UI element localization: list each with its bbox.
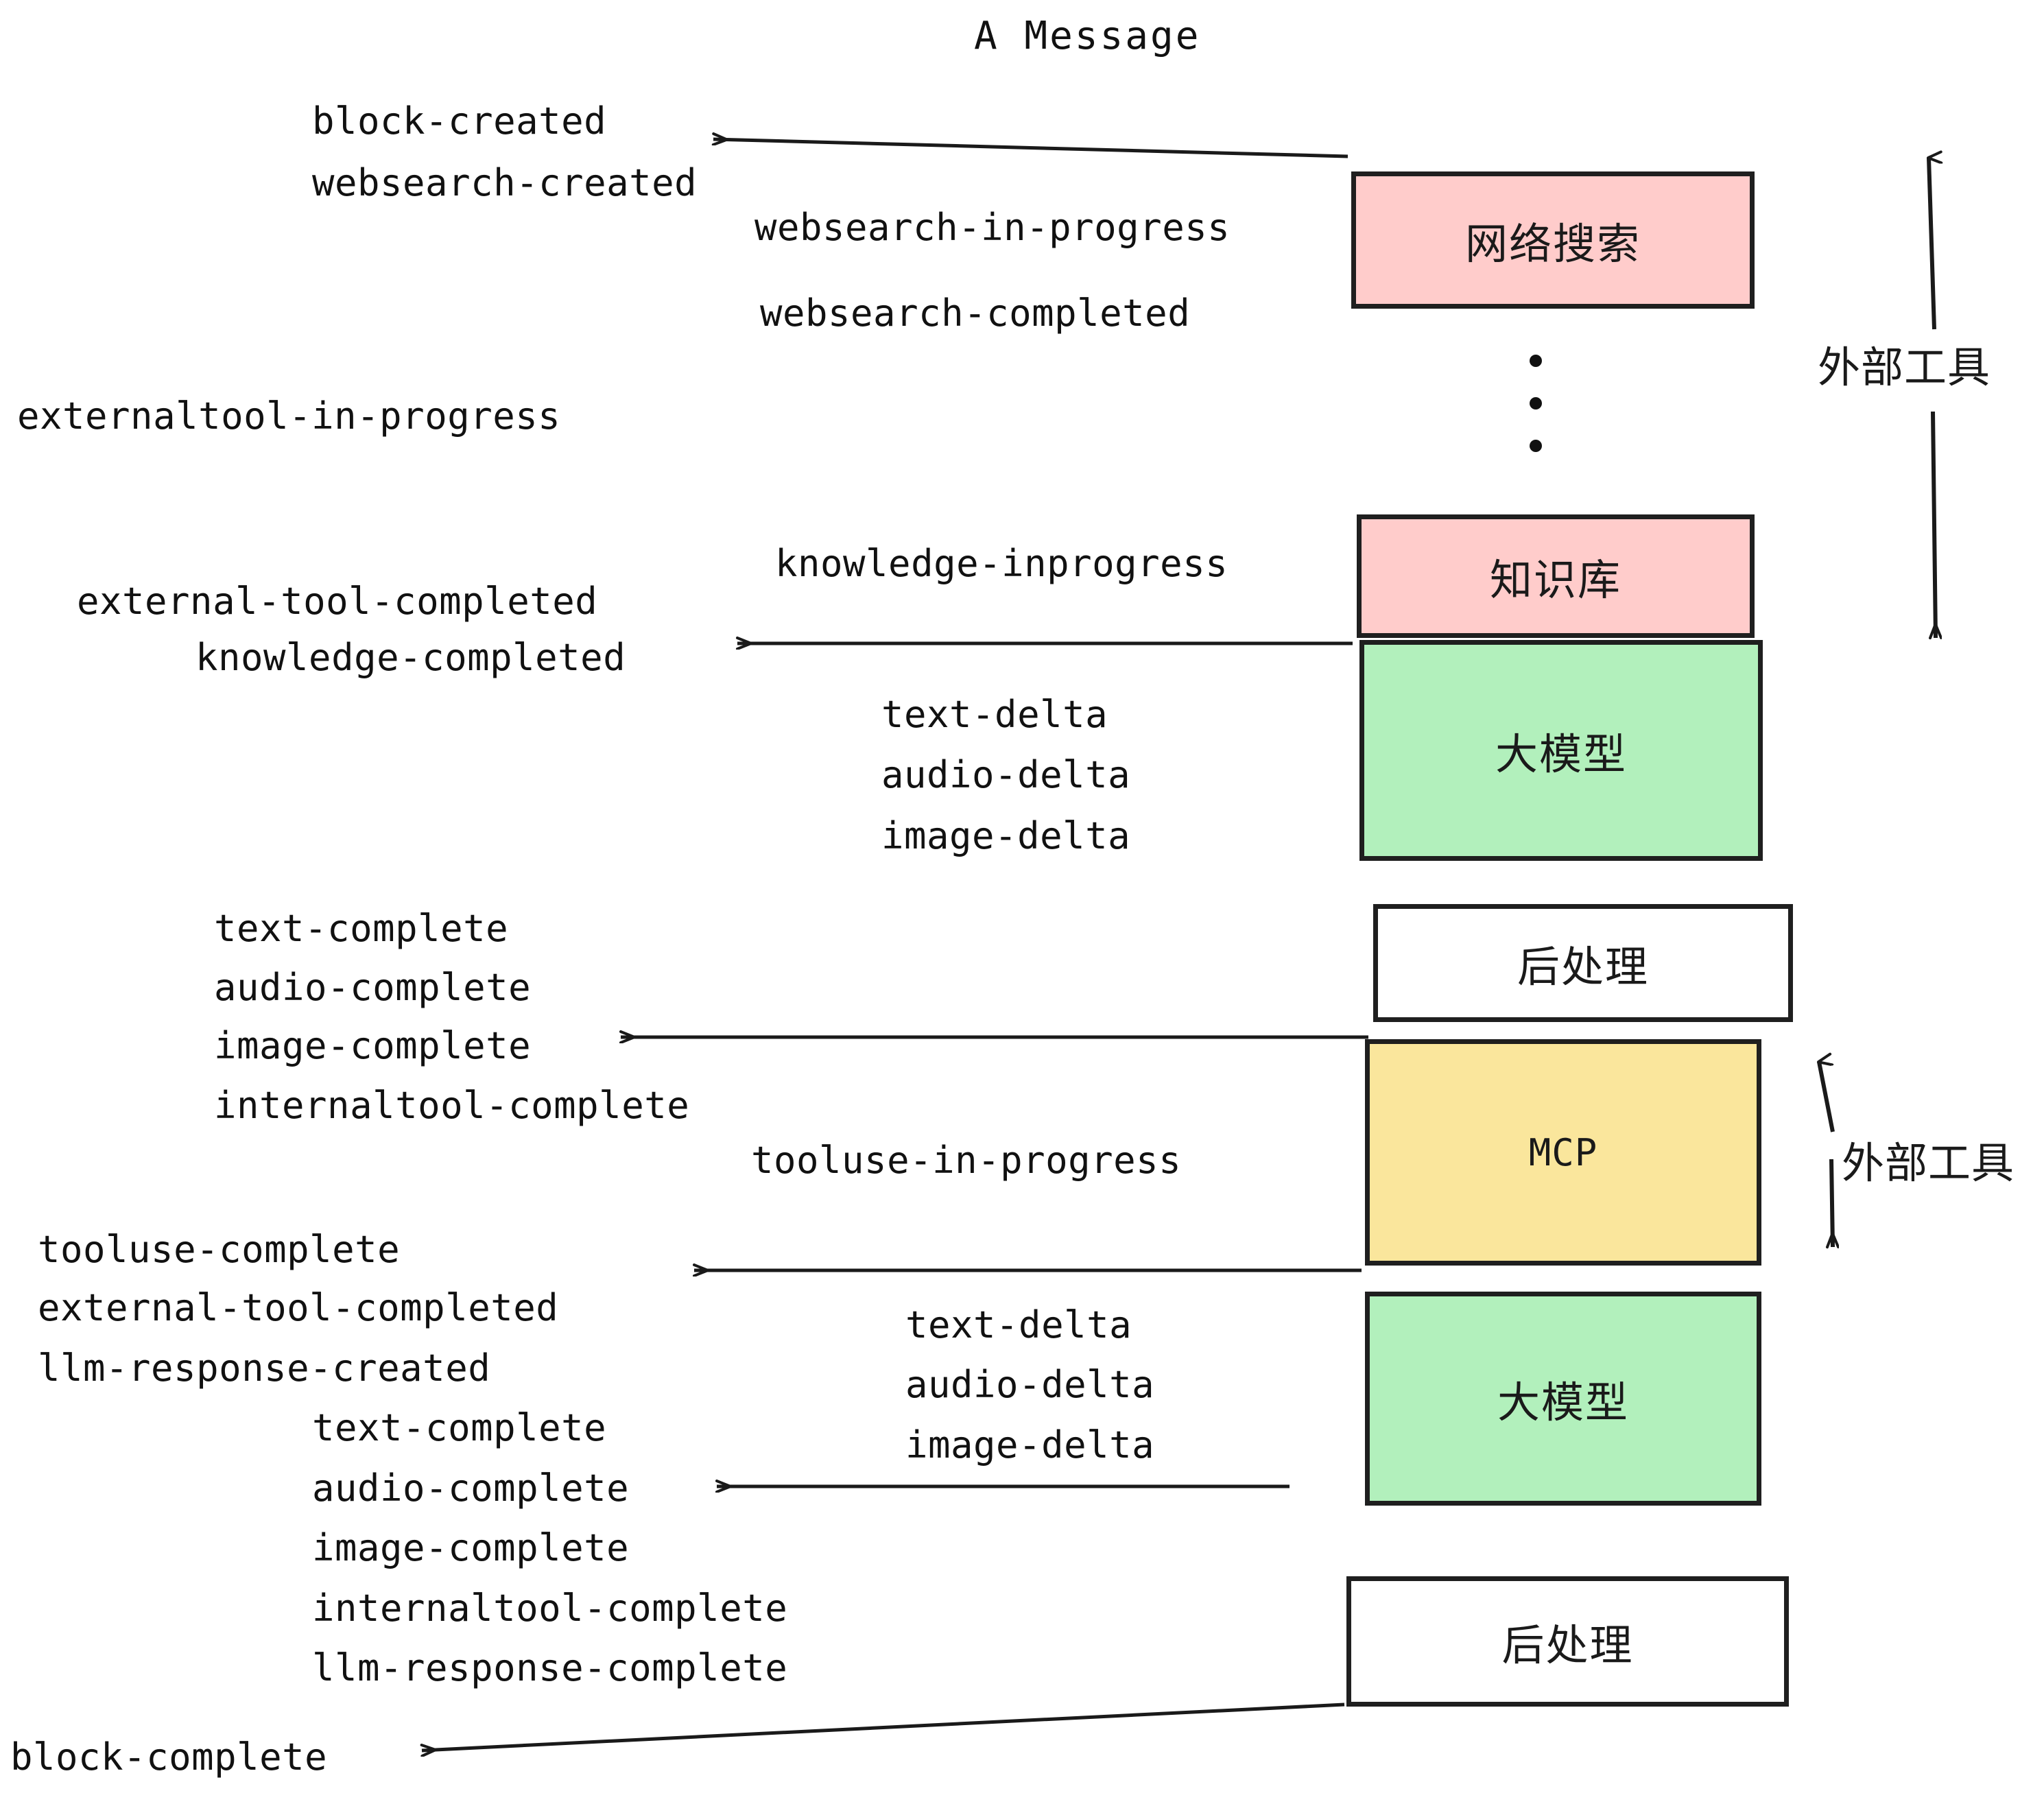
event-label-block-complete: block-complete bbox=[10, 1735, 328, 1779]
event-label-external-tool-completed-2: external-tool-completed bbox=[38, 1286, 559, 1329]
event-label-audio-delta-1: audio-delta bbox=[881, 753, 1131, 796]
event-label-image-delta-1: image-delta bbox=[881, 814, 1131, 857]
event-label-websearch-created: websearch-created bbox=[312, 161, 698, 204]
event-label-tooluse-complete: tooluse-complete bbox=[38, 1228, 401, 1271]
event-label-websearch-in-progress: websearch-in-progress bbox=[754, 206, 1231, 249]
event-label-websearch-completed: websearch-completed bbox=[760, 292, 1191, 335]
event-label-text-complete-2: text-complete bbox=[312, 1406, 607, 1449]
event-label-internaltool-complete-2: internaltool-complete bbox=[312, 1587, 788, 1630]
event-label-block-created: block-created bbox=[312, 99, 607, 143]
node-websearch: 网络搜索 bbox=[1351, 171, 1755, 309]
event-label-internaltool-complete-1: internaltool-complete bbox=[214, 1084, 690, 1127]
node-mcp-label: MCP bbox=[1528, 1130, 1598, 1174]
ellipsis-dot bbox=[1530, 397, 1542, 410]
event-label-text-complete-1: text-complete bbox=[214, 907, 509, 950]
ellipsis-dot bbox=[1530, 440, 1542, 452]
arrow-postprocess-to-block-complete bbox=[422, 1702, 1345, 1750]
event-label-llm-response-complete: llm-response-complete bbox=[312, 1646, 788, 1689]
node-postprocess-top: 后处理 bbox=[1373, 904, 1793, 1022]
ellipsis-dot bbox=[1530, 355, 1542, 367]
event-label-audio-complete-2: audio-complete bbox=[312, 1467, 630, 1510]
event-label-llm-response-created: llm-response-created bbox=[38, 1346, 491, 1390]
node-knowledge-label: 知识库 bbox=[1489, 555, 1621, 605]
node-postprocess-bottom: 后处理 bbox=[1346, 1576, 1789, 1707]
node-mcp: MCP bbox=[1365, 1039, 1761, 1266]
event-label-externaltool-in-progress: externaltool-in-progress bbox=[17, 394, 561, 438]
node-postprocess-bottom-label: 后处理 bbox=[1501, 1620, 1634, 1670]
event-label-knowledge-inprogress: knowledge-inprogress bbox=[775, 542, 1228, 585]
side-label-external-tool-bottom: 外部工具 bbox=[1842, 1138, 2015, 1188]
node-llm-top: 大模型 bbox=[1359, 640, 1763, 861]
side-label-external-tool-top: 外部工具 bbox=[1818, 342, 1991, 392]
node-knowledge: 知识库 bbox=[1357, 514, 1755, 638]
arrow-websearch-to-created bbox=[713, 139, 1348, 158]
node-websearch-label: 网络搜索 bbox=[1464, 219, 1641, 269]
page-title: A Message bbox=[974, 14, 1201, 58]
arrow-external-tool-bottom-down bbox=[1831, 1159, 1833, 1247]
event-label-text-delta-2: text-delta bbox=[905, 1303, 1132, 1346]
node-llm-top-label: 大模型 bbox=[1495, 729, 1627, 779]
event-label-knowledge-completed: knowledge-completed bbox=[195, 636, 626, 679]
event-label-audio-delta-2: audio-delta bbox=[905, 1363, 1155, 1406]
node-llm-bottom-label: 大模型 bbox=[1497, 1377, 1629, 1427]
event-label-external-tool-completed-1: external-tool-completed bbox=[77, 580, 598, 623]
arrow-external-tool-bottom-up bbox=[1819, 1062, 1835, 1132]
event-label-image-complete-2: image-complete bbox=[312, 1526, 630, 1569]
node-llm-bottom: 大模型 bbox=[1365, 1292, 1761, 1506]
arrow-external-tool-top-down bbox=[1933, 411, 1936, 638]
event-label-tooluse-in-progress: tooluse-in-progress bbox=[751, 1139, 1182, 1182]
arrow-external-tool-top-up bbox=[1929, 158, 1934, 330]
event-label-image-complete-1: image-complete bbox=[214, 1024, 532, 1067]
event-label-text-delta-1: text-delta bbox=[881, 693, 1108, 736]
event-label-image-delta-2: image-delta bbox=[905, 1423, 1155, 1467]
node-postprocess-top-label: 后处理 bbox=[1517, 942, 1649, 992]
event-label-audio-complete-1: audio-complete bbox=[214, 966, 532, 1009]
vertical-ellipsis bbox=[1530, 340, 1542, 467]
